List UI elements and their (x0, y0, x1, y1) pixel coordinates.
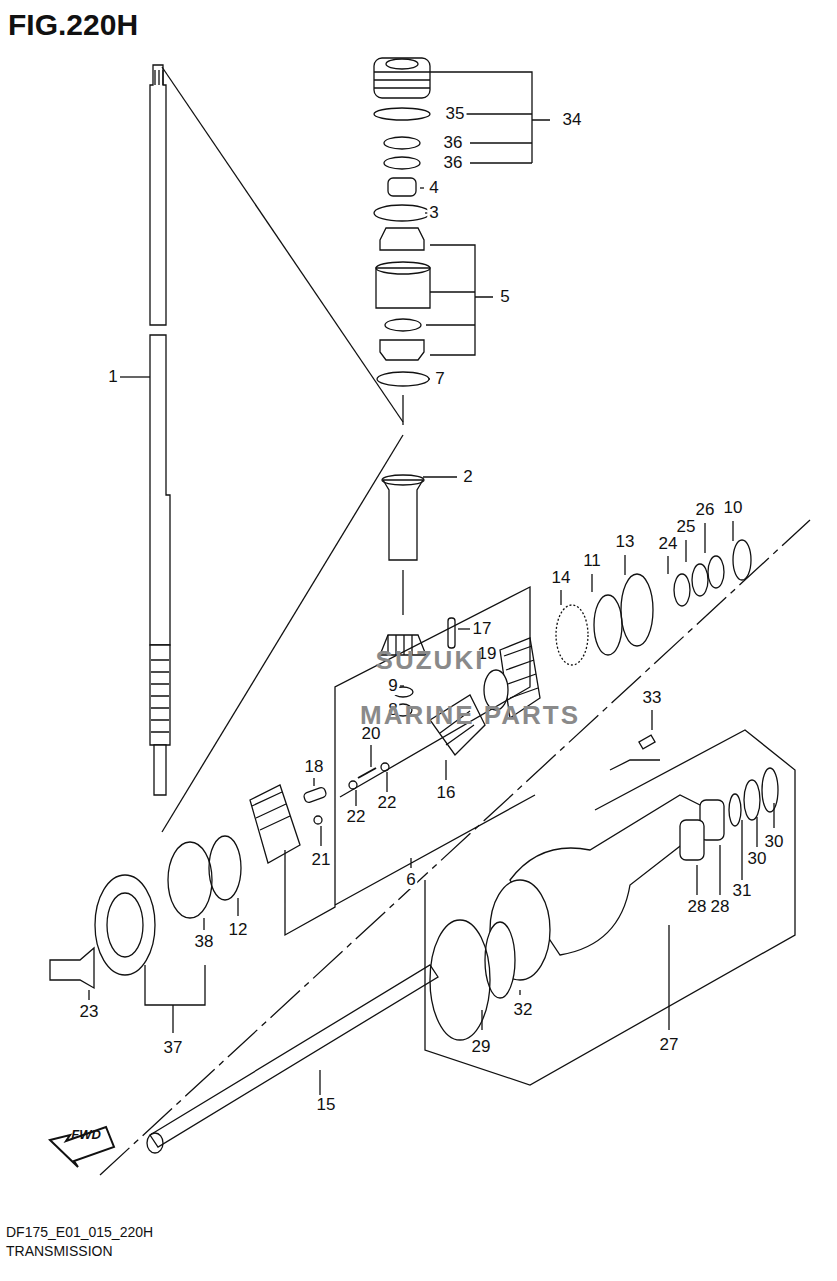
callout-number: 15 (315, 1096, 338, 1114)
callout-number: 23 (78, 1003, 101, 1021)
callout-number: 7 (433, 370, 446, 388)
callout-number: 13 (614, 533, 637, 551)
callout-number: 22 (376, 794, 399, 812)
callout-number: 9 (386, 677, 399, 695)
callout-number: 17 (471, 620, 494, 638)
callout-number: 5 (498, 288, 511, 306)
callout-number: 28 (709, 898, 732, 916)
callout-number: 3 (427, 204, 440, 222)
watermark: MARINE PARTS (360, 700, 580, 731)
callout-number: 35 (444, 105, 467, 123)
watermark: SUZUKI (376, 645, 485, 676)
callout-number: 10 (722, 499, 745, 517)
callout-number: 12 (227, 921, 250, 939)
figure-subtitle: TRANSMISSION (6, 1243, 113, 1259)
callout-number: 36 (442, 154, 465, 172)
callout-number: 11 (581, 552, 603, 570)
callout-number: 33 (641, 689, 664, 707)
callout-number: 1 (106, 368, 119, 386)
callout-number: 30 (746, 850, 769, 868)
callout-number: 21 (310, 851, 333, 869)
callout-number: 6 (404, 871, 417, 889)
callout-number: 22 (345, 808, 368, 826)
callout-number: 2 (461, 468, 474, 486)
callout-number: 36 (442, 134, 465, 152)
figure-code: DF175_E01_015_220H (6, 1224, 153, 1240)
callout-number: 32 (512, 1001, 535, 1019)
callout-number: 27 (658, 1036, 681, 1054)
callout-number: 14 (550, 569, 573, 587)
callout-number: 37 (162, 1039, 185, 1057)
callout-number: 26 (694, 501, 717, 519)
callout-number: 24 (657, 535, 680, 553)
callout-number: 25 (675, 518, 698, 536)
callout-number: 28 (686, 898, 709, 916)
callout-number: 4 (427, 179, 440, 197)
callout-number: 38 (193, 933, 216, 951)
callout-number: 34 (561, 111, 584, 129)
callout-number: 29 (470, 1038, 493, 1056)
callout-number: 30 (763, 833, 786, 851)
direction-label: FWD (71, 1127, 101, 1142)
callout-number: 16 (435, 784, 458, 802)
figure-title: FIG.220H (8, 8, 138, 42)
callout-number: 18 (303, 758, 326, 776)
callout-number: 31 (731, 882, 754, 900)
